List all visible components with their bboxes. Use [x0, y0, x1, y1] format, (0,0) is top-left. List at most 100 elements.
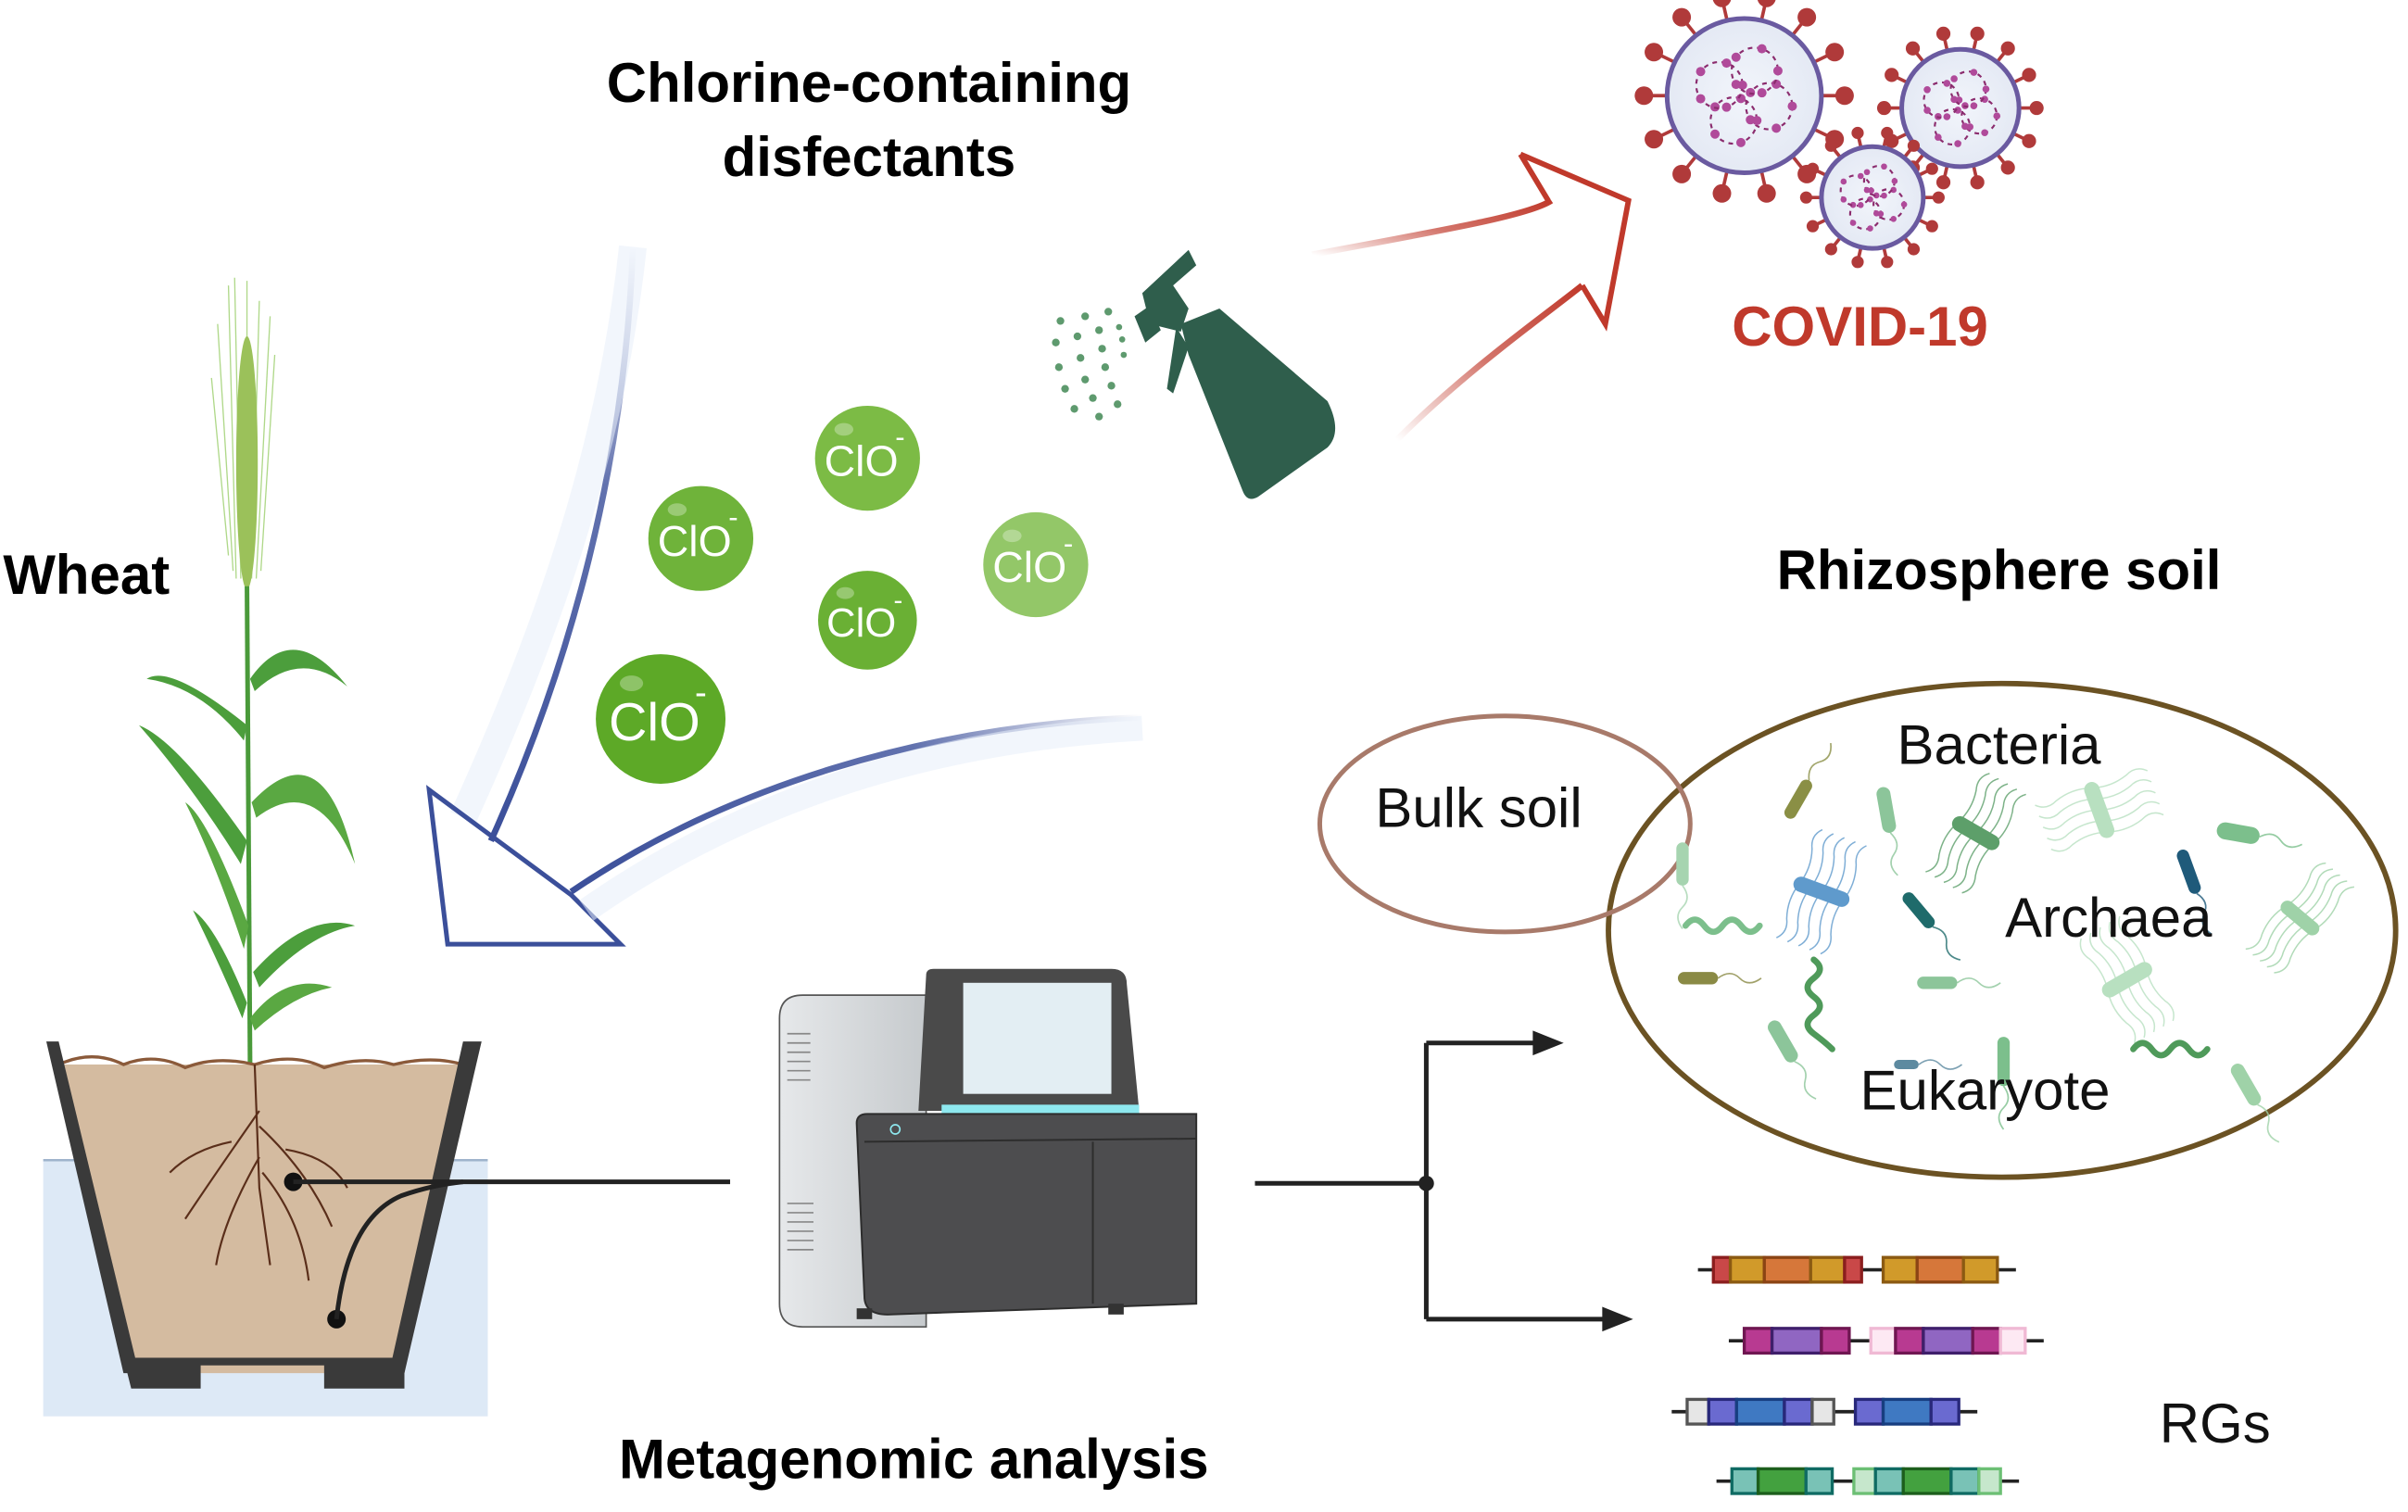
microbe-icon — [1876, 787, 1898, 876]
microbe-icon — [1676, 842, 1689, 930]
ion-charge: - — [728, 501, 738, 534]
soil — [58, 1065, 463, 1374]
spirochete-icon — [2130, 1040, 2211, 1059]
ion-formula: ClO — [825, 436, 899, 485]
coronavirus-icon — [1799, 126, 1945, 269]
gene-segment — [1711, 1255, 1733, 1284]
ion-formula: ClO — [658, 517, 732, 565]
bulk-soil-label: Bulk soil — [1375, 777, 1582, 839]
ion-formula: ClO — [609, 693, 700, 752]
blue-arrow-bottom — [569, 714, 1143, 921]
gene-segment — [1881, 1397, 1933, 1426]
spirochete-icon — [1682, 916, 1763, 936]
spray-bottle-icon — [1052, 249, 1336, 499]
gene-segment — [1742, 1327, 1774, 1355]
title-line-1: Chlorine-containing — [607, 52, 1131, 114]
blue-arrow-left — [425, 245, 647, 947]
rhizosphere-ellipse — [1606, 680, 2399, 1180]
ion-charge: - — [1064, 527, 1073, 560]
ion-charge: - — [695, 674, 707, 713]
wheat-label: Wheat — [3, 544, 170, 606]
microbe-icon — [1677, 972, 1762, 985]
microbe-icon — [2216, 822, 2303, 849]
microbe-icons — [1676, 742, 2355, 1143]
microbe-icon — [1768, 1020, 1817, 1100]
ion-charge: - — [895, 421, 904, 453]
archaea-label: Archaea — [2005, 887, 2213, 949]
gene-segment — [1929, 1397, 1960, 1426]
gene-segment — [1915, 1255, 1965, 1284]
gene-segment — [1949, 1467, 1981, 1495]
hypochlorite-ion: ClO- — [596, 654, 726, 784]
gene-segment — [1685, 1397, 1710, 1426]
rgs-label: RGs — [2160, 1392, 2271, 1455]
coronavirus-icon — [1634, 0, 1854, 203]
microbe-icon — [1902, 892, 1961, 961]
microbe-icon — [2245, 862, 2355, 974]
ion-charge: - — [893, 586, 902, 616]
arrow-to-rgs — [1602, 1306, 1633, 1332]
gene-segment — [1894, 1327, 1925, 1355]
gene-segment — [1869, 1327, 1897, 1355]
bacteria-label: Bacteria — [1897, 713, 2102, 775]
resistance-gene-bars — [1671, 1255, 2044, 1495]
microbe-icon — [1775, 828, 1867, 955]
gene-segment — [1820, 1327, 1851, 1355]
gene-segment — [1998, 1327, 2027, 1355]
microbe-icon — [1917, 976, 2001, 989]
resistance-gene-row — [1671, 1397, 1978, 1426]
microbe-icon — [1997, 1037, 2011, 1130]
hypochlorite-ions: ClO-ClO-ClO-ClO-ClO- — [596, 405, 1089, 784]
branch-connector — [1254, 1030, 1633, 1332]
spray-droplets — [1052, 308, 1128, 421]
gene-segment — [1971, 1327, 2002, 1355]
gene-segment — [1901, 1467, 1953, 1495]
hypochlorite-ion: ClO- — [814, 405, 920, 511]
gene-segment — [1853, 1397, 1885, 1426]
microbe-icon — [1894, 1059, 1963, 1070]
gene-segment — [1881, 1255, 1919, 1284]
microbe-icon — [1925, 773, 2026, 894]
covid-label: COVID-19 — [1732, 296, 1988, 358]
rhizosphere-label: Rhizosphere soil — [1777, 539, 2222, 601]
arrow-to-rhizosphere — [1532, 1030, 1564, 1056]
gene-segment — [1810, 1397, 1835, 1426]
gene-segment — [1762, 1255, 1812, 1284]
microbe-icon — [1784, 742, 1832, 819]
ion-formula: ClO — [992, 543, 1066, 591]
gene-segment — [1852, 1467, 1877, 1495]
coronavirus-icon — [1876, 26, 2044, 190]
title-line-2: disfectants — [723, 126, 1016, 188]
metagenomic-label: Metagenomic analysis — [619, 1428, 1209, 1490]
gene-segment — [1961, 1255, 1999, 1284]
arrow-head — [425, 785, 626, 947]
microbe-icon — [2035, 768, 2164, 852]
resistance-gene-row — [1697, 1255, 2016, 1284]
spirochete-icon — [1804, 956, 1835, 1052]
gene-segment — [1977, 1467, 2002, 1495]
resistance-gene-row — [1728, 1327, 2044, 1355]
microbe-icon — [2079, 915, 2175, 1044]
sequencer-body — [855, 1113, 1198, 1316]
gene-segment — [1922, 1327, 1974, 1355]
sequencer-screen — [963, 982, 1112, 1094]
gene-segment — [1756, 1467, 1808, 1495]
wheat-pot — [43, 1041, 731, 1417]
gene-segment — [1734, 1397, 1786, 1426]
wheat-plant-icon — [138, 277, 356, 1065]
gene-segment — [1707, 1397, 1738, 1426]
resistance-gene-row — [1716, 1467, 2020, 1495]
hypochlorite-ion: ClO- — [648, 485, 754, 591]
red-arrow — [1311, 151, 1632, 442]
microbe-icon — [2176, 850, 2213, 935]
hypochlorite-ion: ClO- — [817, 571, 917, 670]
gene-segment — [1804, 1467, 1834, 1495]
bulk-soil-circle — [1317, 713, 1693, 935]
coronavirus-icons — [1634, 0, 2044, 269]
sequencer-icon — [778, 968, 1198, 1328]
gene-segment — [1728, 1255, 1766, 1284]
gene-segment — [1873, 1467, 1905, 1495]
eukaryote-label: Eukaryote — [1860, 1059, 2111, 1121]
